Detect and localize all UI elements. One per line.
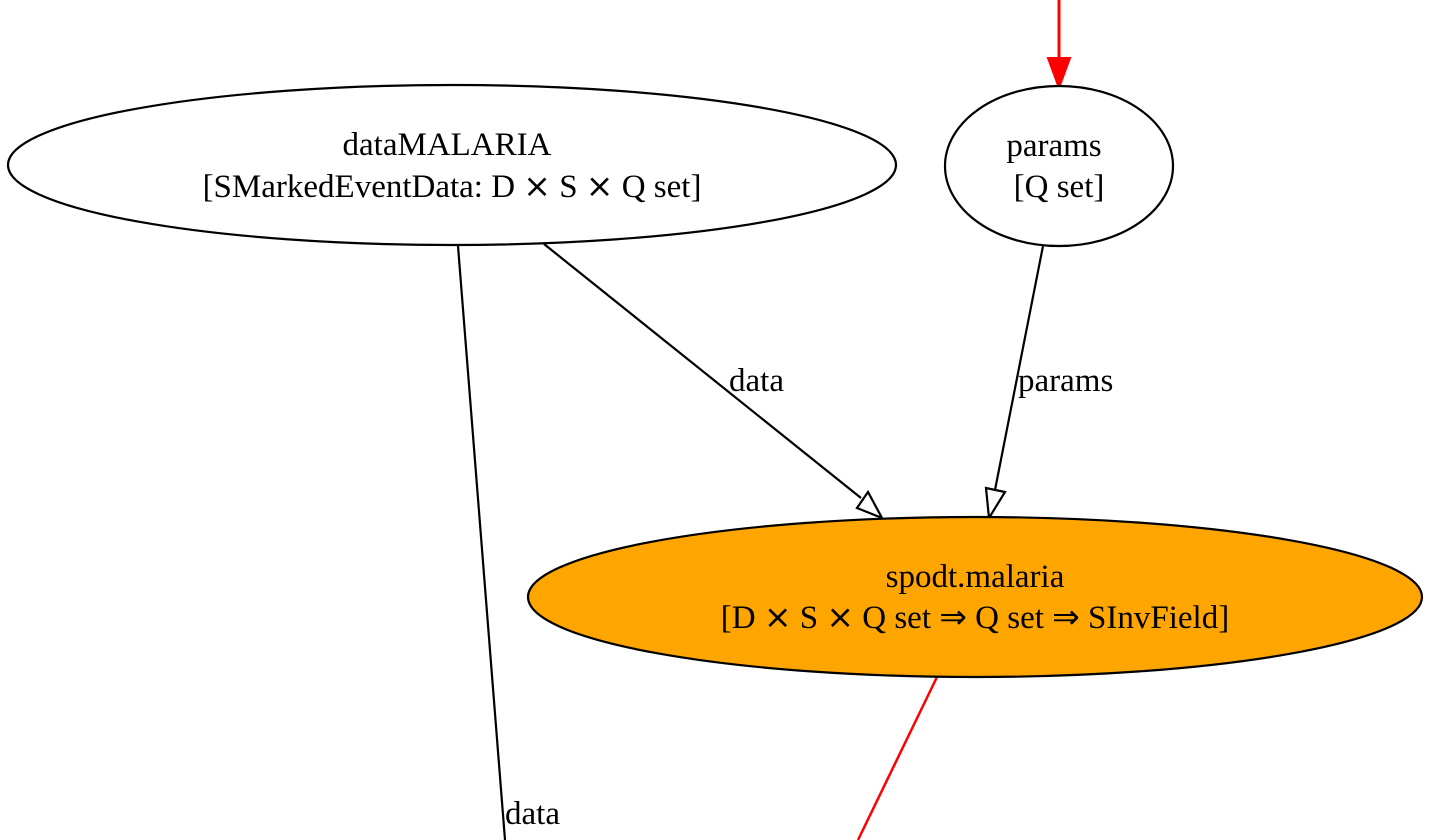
edge-data-down-label: data bbox=[505, 796, 560, 832]
edge-data-to-spodt-label: data bbox=[729, 363, 784, 399]
node-params-name: params bbox=[1006, 128, 1101, 164]
node-dataMALARIA-shape[interactable] bbox=[6, 83, 898, 247]
edge-params-to-spodt-line bbox=[993, 245, 1045, 491]
edge-params-to-spodt: params bbox=[984, 245, 1113, 522]
node-dataMALARIA-name: dataMALARIA bbox=[343, 127, 552, 163]
edge-data-to-spodt-arrowhead bbox=[855, 489, 885, 521]
edge-data-down-line bbox=[456, 245, 507, 840]
node-spodt-malaria-type: [D ⨯ S ⨯ Q set ⇒ Q set ⇒ SInvField] bbox=[721, 600, 1229, 636]
node-dataMALARIA-type: [SMarkedEventData: D ⨯ S ⨯ Q set] bbox=[203, 169, 702, 205]
node-params-shape[interactable] bbox=[943, 84, 1175, 248]
edge-incoming-params-arrowhead bbox=[1046, 57, 1072, 91]
node-dataMALARIA[interactable]: dataMALARIA [SMarkedEventData: D ⨯ S ⨯ Q… bbox=[6, 83, 898, 247]
edge-data-down: data bbox=[456, 245, 560, 840]
node-spodt-malaria[interactable]: spodt.malaria [D ⨯ S ⨯ Q set ⇒ Q set ⇒ S… bbox=[526, 515, 1424, 679]
edge-params-to-spodt-label: params bbox=[1018, 363, 1113, 399]
node-spodt-malaria-name: spodt.malaria bbox=[886, 559, 1065, 595]
edge-spodt-down bbox=[856, 676, 939, 840]
edge-incoming-params bbox=[1046, 0, 1072, 91]
edge-data-to-spodt: data bbox=[543, 243, 885, 521]
node-params-type: [Q set] bbox=[1014, 169, 1105, 205]
edge-params-to-spodt-arrowhead bbox=[984, 486, 1007, 522]
node-params[interactable]: params [Q set] bbox=[943, 84, 1175, 248]
edge-spodt-down-line bbox=[856, 676, 939, 840]
edge-data-to-spodt-line bbox=[543, 243, 862, 499]
node-spodt-malaria-shape[interactable] bbox=[526, 515, 1424, 679]
